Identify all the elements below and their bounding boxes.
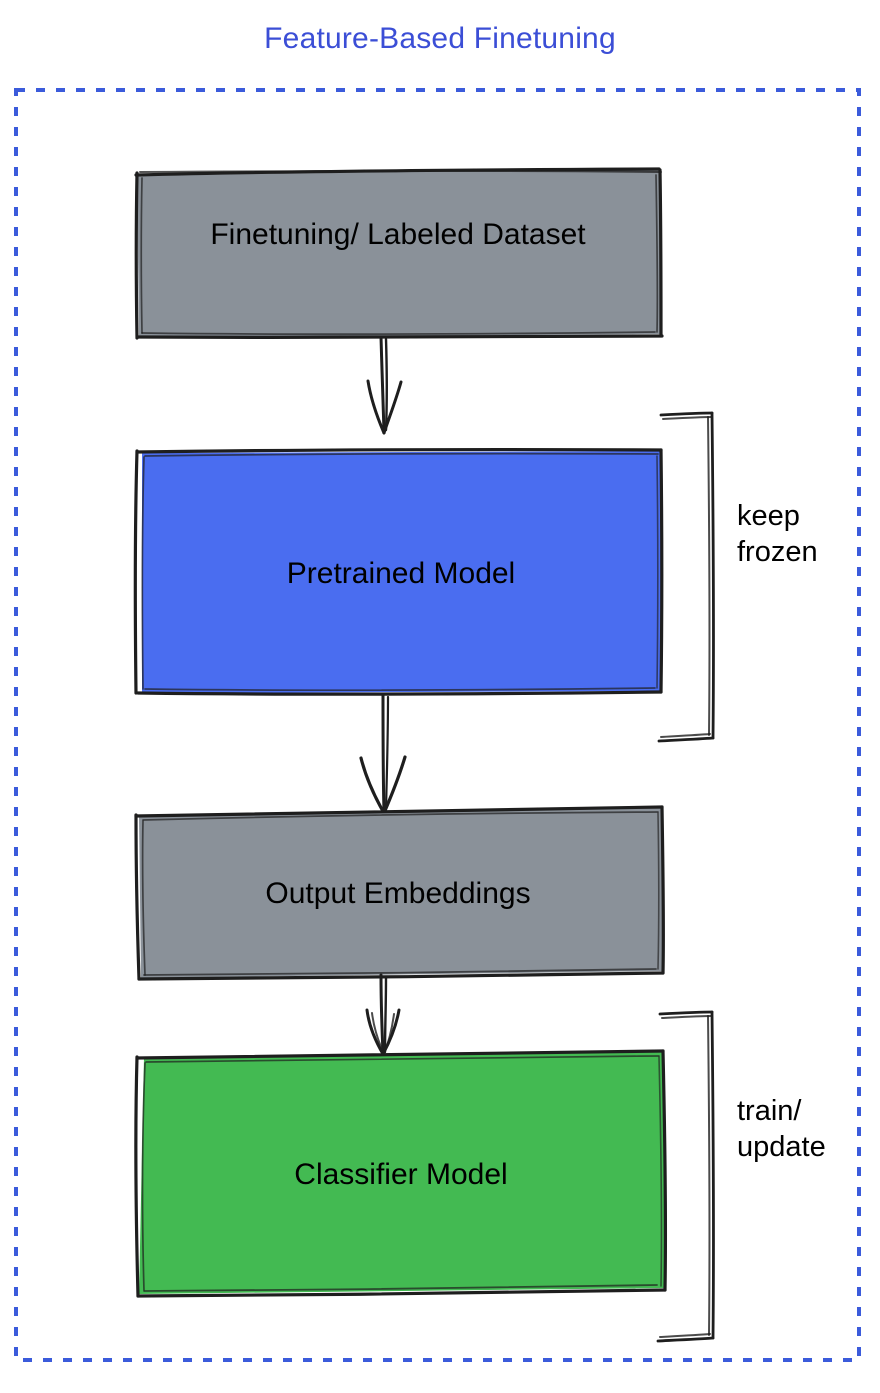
- node-finetuning-dataset[interactable]: [134, 167, 664, 340]
- node-label-classifier-model: Classifier Model: [294, 1158, 508, 1191]
- annotation-keep-frozen-line2: frozen: [737, 536, 818, 568]
- node-label-finetuning-dataset: Finetuning/ Labeled Dataset: [210, 218, 586, 251]
- edge-pretrained-to-output: [359, 692, 407, 815]
- annotation-label-keep-frozen: keep frozen: [737, 498, 867, 570]
- node-output-embeddings[interactable]: [134, 805, 666, 981]
- dashed-container-border: [14, 88, 861, 1362]
- node-pretrained-model[interactable]: [133, 448, 664, 696]
- node-label-pretrained-model: Pretrained Model: [286, 557, 516, 590]
- annotation-train-update-line1: train/: [737, 1095, 802, 1127]
- annotation-label-train-update: train/update: [737, 1093, 867, 1165]
- bracket-keep-frozen: [657, 411, 715, 743]
- bracket-train-update: [656, 1010, 715, 1343]
- annotation-train-update-line2: update: [737, 1131, 826, 1163]
- edge-output-to-classifier: [365, 973, 401, 1056]
- annotation-keep-frozen-line1: keep: [737, 500, 800, 532]
- node-classifier-model[interactable]: [134, 1049, 667, 1298]
- node-label-output-embeddings: Output Embeddings: [265, 877, 531, 910]
- edge-dataset-to-pretrained: [366, 335, 403, 435]
- page-title: Feature-Based Finetuning: [264, 22, 616, 55]
